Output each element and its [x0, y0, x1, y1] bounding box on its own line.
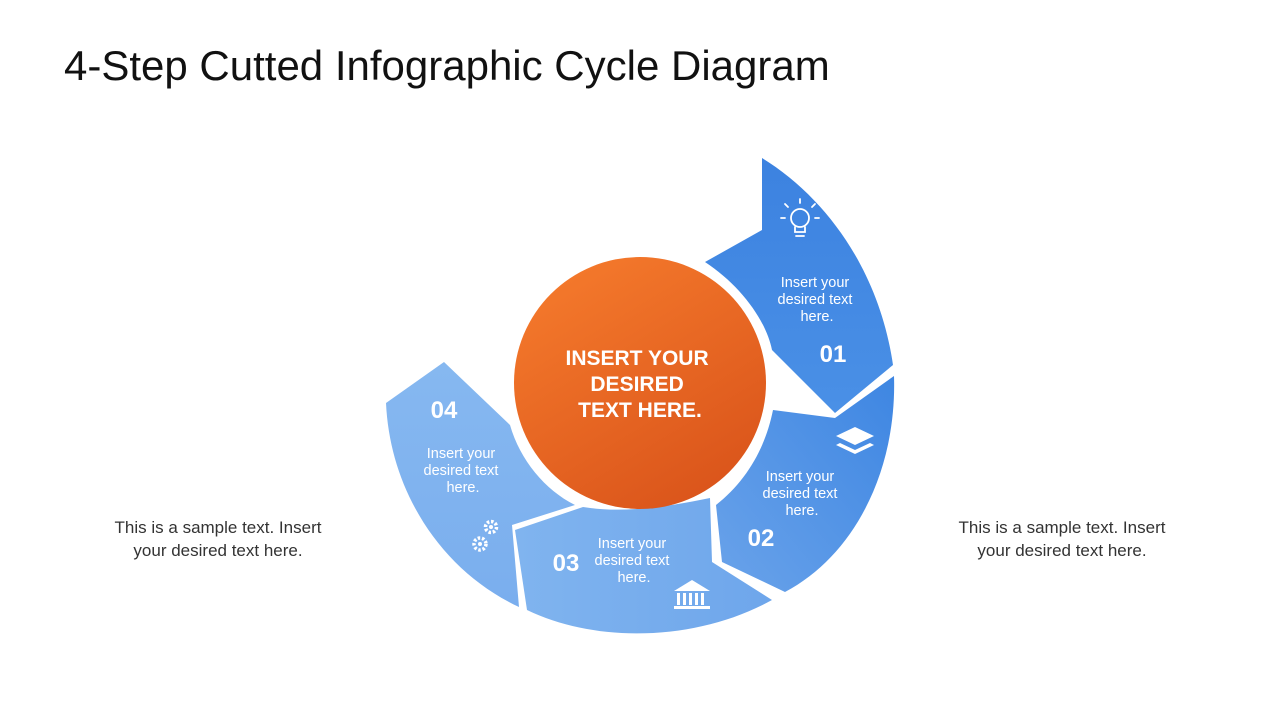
side-text-left: This is a sample text. Insert your desir… [114, 518, 322, 560]
step-03-number: 03 [553, 550, 580, 577]
step-01-number: 01 [820, 341, 847, 368]
bank-building-icon [674, 580, 710, 609]
layers-icon [836, 427, 874, 454]
side-text-right: This is a sample text. Insert your desir… [958, 518, 1166, 560]
step-01-text: Insert your desired text here. [778, 275, 857, 325]
step-01-segment [705, 158, 893, 413]
step-02-number: 02 [748, 525, 775, 552]
gears-icon [472, 519, 499, 552]
center-circle [514, 257, 766, 509]
step-04-number: 04 [431, 397, 458, 424]
center-text: INSERT YOUR DESIRED TEXT HERE. [566, 347, 715, 422]
step-02-text: Insert your desired text here. [763, 469, 842, 519]
step-04-segment [386, 362, 575, 607]
step-03-segment [515, 498, 772, 634]
step-03-text: Insert your desired text here. [595, 536, 674, 586]
lightbulb-icon [780, 198, 820, 237]
step-04-text: Insert your desired text here. [424, 446, 503, 496]
page-title: 4-Step Cutted Infographic Cycle Diagram [64, 42, 830, 89]
